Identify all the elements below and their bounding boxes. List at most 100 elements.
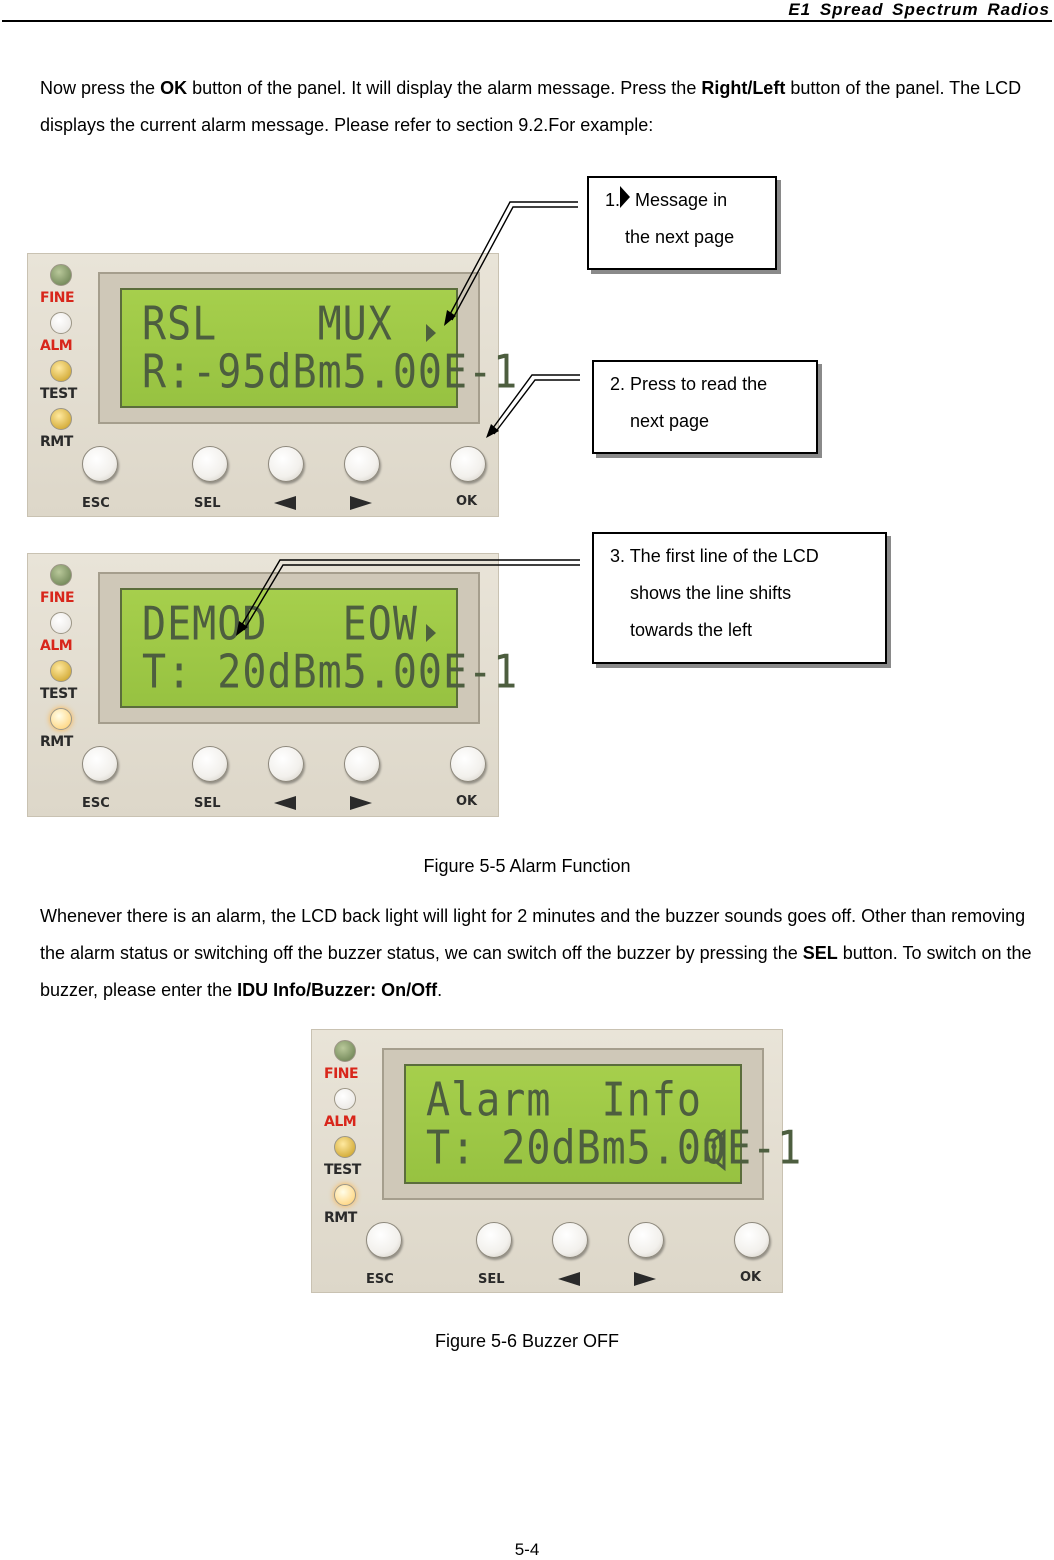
right-button[interactable]: [344, 746, 380, 782]
ok-label: OK: [456, 794, 478, 809]
ok-button[interactable]: [450, 446, 486, 482]
callout-line-shift: 3. The first line of the LCD shows the l…: [592, 532, 887, 664]
body-paragraph-2: Whenever there is an alarm, the LCD back…: [40, 898, 1054, 1009]
leader-2-outer: [489, 374, 580, 433]
lcd-line-2: T: 20dBm5.00E-1: [142, 646, 519, 699]
right-triangle-icon: [620, 186, 631, 208]
led-label-alm: ALM: [324, 1114, 357, 1130]
right-button[interactable]: [628, 1222, 664, 1258]
intro-text-1: Now press the: [40, 78, 161, 98]
callout-next-page-indicator: 1. Message in the next page: [587, 176, 777, 270]
lcd-frame: DEMOD EOW T: 20dBm5.00E-1: [98, 572, 517, 724]
callout-3-line-3: towards the left: [630, 620, 753, 640]
right-button[interactable]: [344, 446, 380, 482]
left-arrow-icon: [558, 1272, 580, 1286]
led-alm: [50, 312, 72, 334]
led-label-alm: ALM: [40, 638, 73, 654]
lcd-frame: RSL MUX R:-95dBm5.00E-1: [98, 272, 517, 424]
sel-term: SEL: [802, 943, 838, 963]
callout-1-line-2: the next page: [625, 227, 735, 247]
page-number: 5-4: [514, 1540, 540, 1559]
ok-label: OK: [456, 494, 478, 509]
led-column: FINE ALM TEST RMT: [28, 554, 92, 816]
ok-button[interactable]: [734, 1222, 770, 1258]
buzzer-off-icon: [704, 1128, 726, 1172]
lcd-line-2: T: 20dBm5.00E-1: [426, 1122, 803, 1175]
header-rule: [2, 20, 1052, 22]
led-label-fine: FINE: [40, 290, 75, 306]
callout-press-ok: 2. Press to read the next page: [592, 360, 818, 454]
left-arrow-icon: [274, 796, 296, 810]
ok-term: OK: [160, 78, 188, 98]
lcd-screen: RSL MUX R:-95dBm5.00E-1: [120, 288, 517, 408]
leader-3-outer: [239, 559, 580, 629]
led-label-rmt: RMT: [324, 1210, 357, 1226]
left-button[interactable]: [268, 446, 304, 482]
led-test: [334, 1136, 356, 1158]
led-label-test: TEST: [40, 386, 77, 402]
led-alm: [334, 1088, 356, 1110]
lcd-frame: Alarm Info T: 20dBm5.00E-1: [382, 1048, 801, 1200]
lcd-line-1: Alarm Info: [426, 1074, 702, 1127]
next-page-arrow-icon: [426, 624, 436, 642]
left-button[interactable]: [268, 746, 304, 782]
header-title: E1 Spread Spectrum Radios: [788, 0, 1050, 19]
figure-caption-1: Figure 5-5 Alarm Function: [423, 856, 631, 876]
leader-2-arrowhead: [486, 424, 499, 438]
right-arrow-icon: [350, 796, 372, 810]
ok-button[interactable]: [450, 746, 486, 782]
sel-button[interactable]: [476, 1222, 512, 1258]
led-test: [50, 660, 72, 682]
led-label-test: TEST: [40, 686, 77, 702]
body2-text-2: button. To switch on the buzzer, please …: [40, 943, 1032, 1000]
lcd-line-1: DEMOD EOW: [142, 598, 418, 651]
leader-3-arrowhead: [236, 621, 248, 636]
leader-2-inner: [493, 379, 580, 435]
callout-1-number: 1.: [605, 190, 621, 210]
right-left-term: Right/Left: [701, 78, 786, 98]
intro-text-3: button of the panel. The LCD displays th…: [40, 78, 1022, 135]
callout-3-line-2: shows the line shifts: [630, 583, 792, 603]
esc-button[interactable]: [366, 1222, 402, 1258]
led-fine: [50, 264, 72, 286]
callout-2-line-2: next page: [630, 411, 710, 431]
led-fine: [334, 1040, 356, 1062]
led-label-fine: FINE: [40, 590, 75, 606]
sel-label: SEL: [194, 796, 221, 811]
device-panel-1: FINE ALM TEST RMT RSL MUX R:-95dBm5.00E-…: [27, 253, 517, 517]
esc-label: ESC: [366, 1272, 394, 1287]
leader-3-inner: [243, 564, 580, 631]
led-rmt: [50, 408, 72, 430]
led-rmt: [50, 708, 72, 730]
lcd-line-1: RSL MUX: [142, 298, 393, 351]
sel-label: SEL: [194, 496, 221, 511]
left-arrow-icon: [274, 496, 296, 510]
leader-1-arrowhead: [444, 310, 456, 326]
callout-1-text: Message in: [635, 190, 728, 210]
callout-2-line-1: 2. Press to read the: [610, 374, 768, 394]
intro-text-2: button of the panel. It will display the…: [187, 78, 702, 98]
body2-text-1: Whenever there is an alarm, the LCD back…: [40, 906, 1026, 963]
led-test: [50, 360, 72, 382]
next-page-arrow-icon: [426, 324, 436, 342]
sel-button[interactable]: [192, 446, 228, 482]
left-button[interactable]: [552, 1222, 588, 1258]
led-rmt: [334, 1184, 356, 1206]
sel-button[interactable]: [192, 746, 228, 782]
callout-1-line-1: 1. Message in: [605, 182, 759, 219]
leader-1-outer: [447, 201, 578, 319]
esc-button[interactable]: [82, 746, 118, 782]
led-column: FINE ALM TEST RMT: [312, 1030, 376, 1292]
ok-label: OK: [740, 1270, 762, 1285]
led-label-test: TEST: [324, 1162, 361, 1178]
intro-paragraph: Now press the OK button of the panel. It…: [40, 70, 1054, 144]
figure-caption-2: Figure 5-6 Buzzer OFF: [434, 1331, 620, 1351]
body2-text-3: .: [437, 980, 443, 1000]
idu-info-term: IDU Info/Buzzer: On/Off: [237, 980, 438, 1000]
led-label-rmt: RMT: [40, 734, 73, 750]
esc-button[interactable]: [82, 446, 118, 482]
lcd-screen: DEMOD EOW T: 20dBm5.00E-1: [120, 588, 517, 708]
right-arrow-icon: [350, 496, 372, 510]
lcd-line-2: R:-95dBm5.00E-1: [142, 346, 519, 399]
